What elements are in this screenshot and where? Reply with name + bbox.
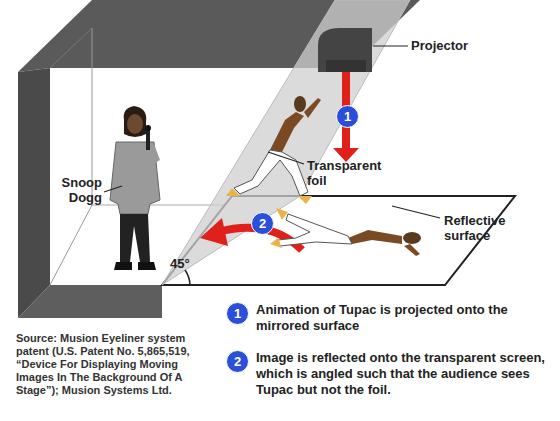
callout-number: 1 [336,105,359,128]
callout-number: 2 [226,350,249,373]
callout-number: 2 [251,212,274,235]
part-label: Projector [411,38,511,53]
source-note: Source: Musion Eyeliner system patent (U… [16,332,212,397]
part-label: Transparent foil [307,158,387,188]
step-description: Image is reflected onto the transparent … [256,350,552,398]
part-label: Reflective surface [444,213,524,243]
part-label: Snoop Dogg [46,175,102,205]
step-description: Animation of Tupac is projected onto the… [256,302,546,334]
callout-number: 1 [226,302,249,325]
angle-label: 45° [170,256,210,271]
